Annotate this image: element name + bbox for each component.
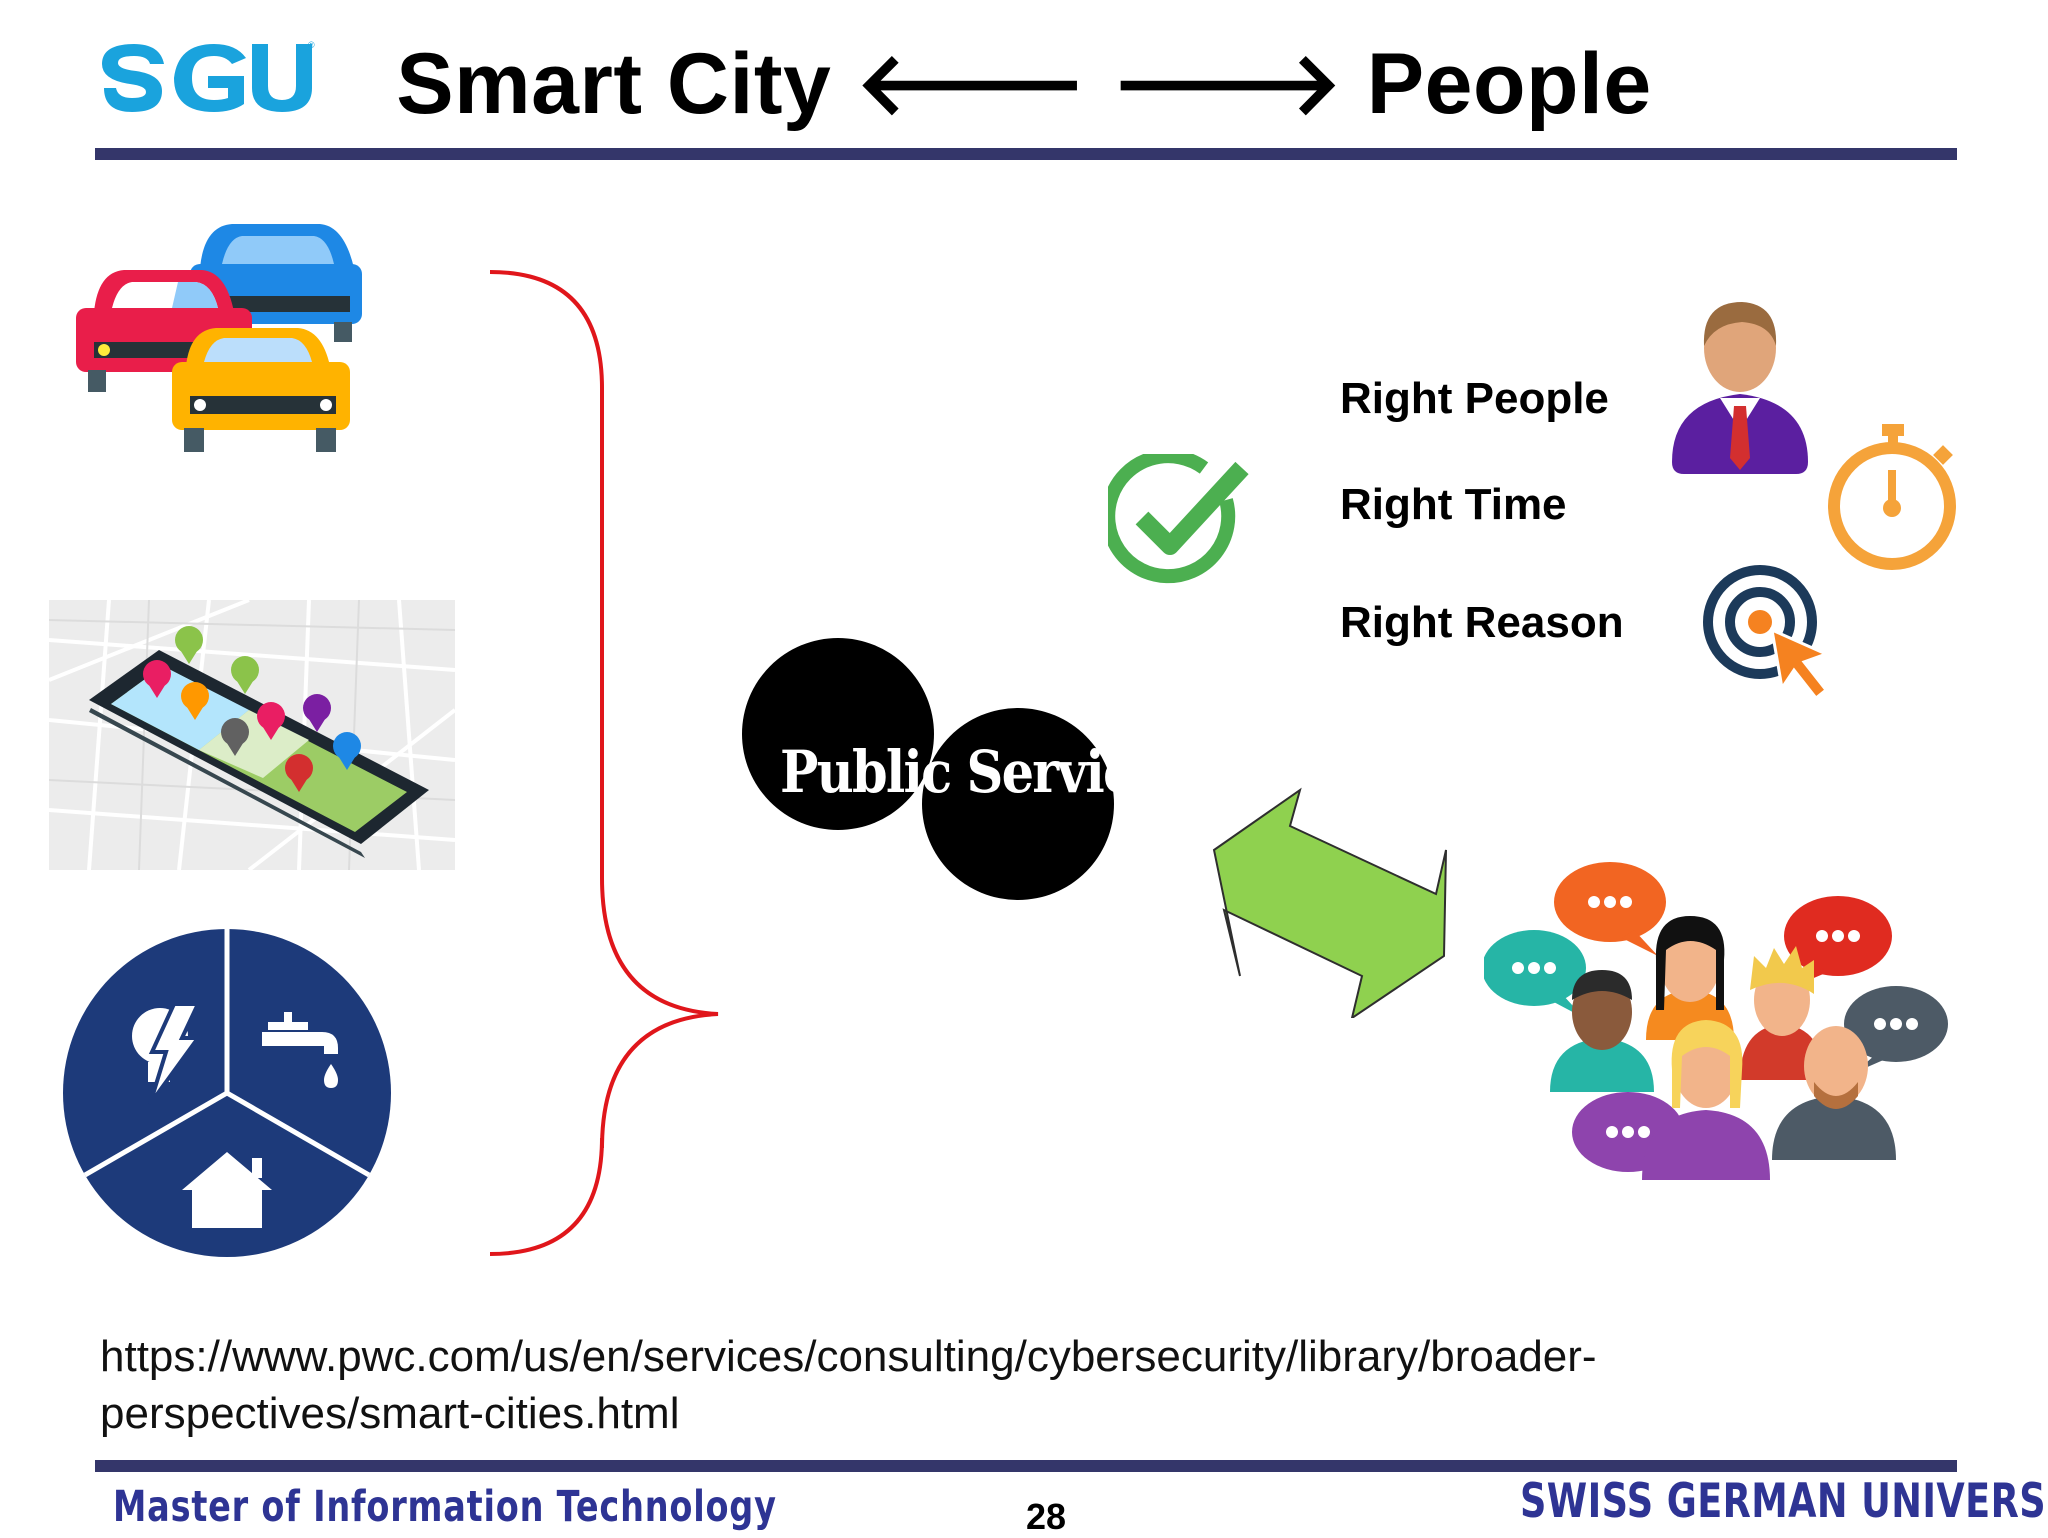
source-url: https://www.pwc.com/us/en/services/consu… xyxy=(100,1328,1880,1442)
page-number: 28 xyxy=(1026,1496,1067,1537)
right-reason-text: Right Reason xyxy=(1340,598,1624,647)
smartphone-map-icon xyxy=(49,600,455,870)
right-list: Right People Right Time Right Reason xyxy=(1340,0,1680,700)
footer-program: Master of Information Technology xyxy=(113,1482,777,1532)
checkmark-icon xyxy=(1108,454,1249,584)
header-rule xyxy=(95,148,1957,160)
public-service-label: Public Service xyxy=(780,738,1165,806)
public-service-graphic xyxy=(742,638,1114,900)
people-chat-icon xyxy=(1484,862,1948,1180)
stopwatch-icon xyxy=(1828,424,1956,570)
red-brace xyxy=(489,270,719,1256)
svg-text:®: ® xyxy=(308,40,315,50)
businessman-icon xyxy=(1672,302,1808,474)
double-arrow-icon xyxy=(1212,787,1447,1018)
right-people-text: Right People xyxy=(1340,374,1609,423)
slide-title: Smart City 🡐 🡒 People xyxy=(396,36,1652,132)
footer-rule xyxy=(95,1460,1957,1472)
source-url-line1: https://www.pwc.com/us/en/services/consu… xyxy=(100,1332,1597,1381)
source-url-line2: perspectives/smart-cities.html xyxy=(100,1389,680,1438)
utilities-icon xyxy=(63,929,391,1257)
sgu-logo: ® xyxy=(102,40,315,112)
cars-icon xyxy=(76,224,362,452)
footer-university: SWISS GERMAN UNIVERSITY xyxy=(1520,1474,2048,1529)
target-icon xyxy=(1703,565,1831,701)
right-time-text: Right Time xyxy=(1340,480,1567,529)
